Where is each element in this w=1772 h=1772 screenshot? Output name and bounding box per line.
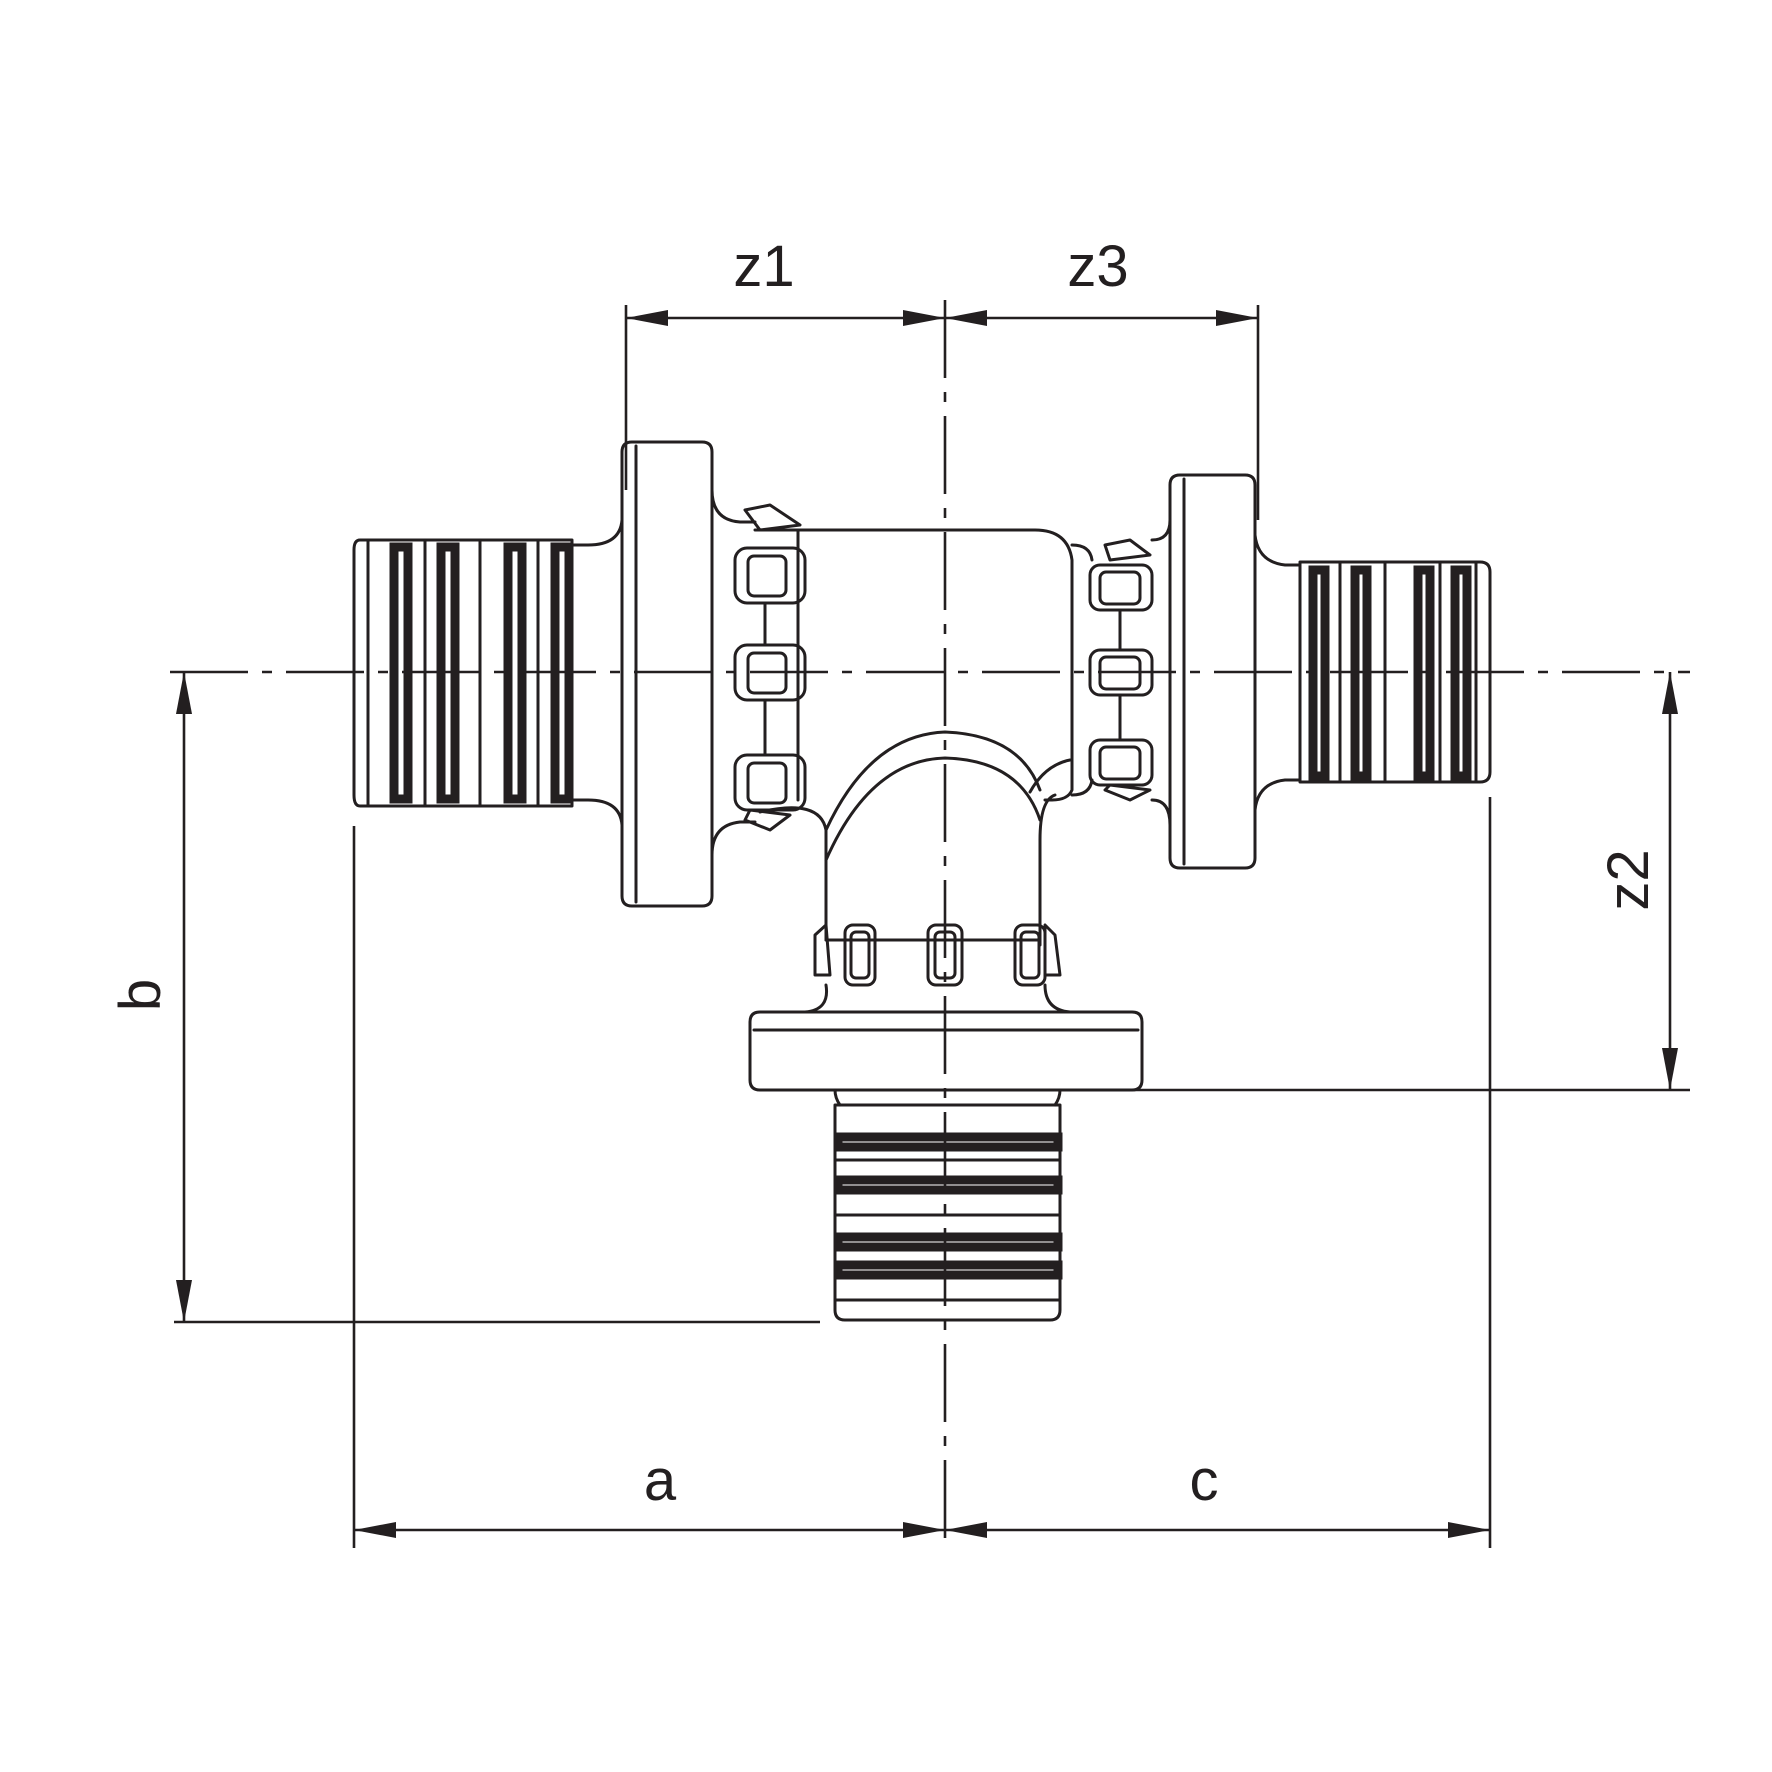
center-lines [170,300,1690,1545]
tee-body [753,528,1074,947]
left-flange [620,440,757,908]
dimension-z1: z1 [626,234,945,326]
label-z3: z3 [1067,234,1128,299]
right-clips [1088,538,1154,802]
label-z2: z2 [1596,849,1661,910]
dimension-z3: z3 [945,234,1258,326]
dimension-b: b [108,672,192,1322]
dimension-z2: z2 [1596,672,1678,1090]
right-spigot [1298,560,1492,784]
branch-clips [803,923,1072,1014]
left-spigot [352,493,624,852]
label-c: c [1190,1448,1219,1513]
dimension-c: c [945,1448,1490,1538]
right-flange [1070,473,1302,870]
left-clips [733,503,807,832]
label-a: a [644,1448,677,1513]
label-b: b [108,979,173,1011]
label-z1: z1 [733,234,794,299]
dimension-a: a [354,1448,945,1538]
bottom-spigot [833,1103,1063,1322]
extension-lines [174,305,1690,1548]
